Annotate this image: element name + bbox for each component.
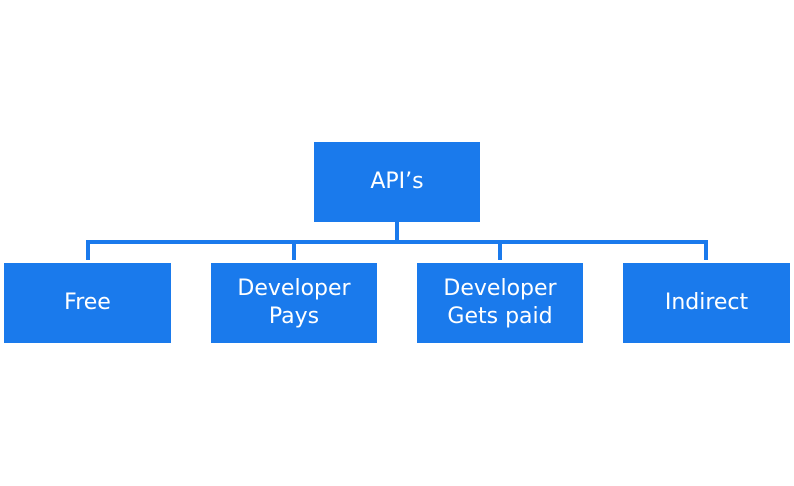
child-node-developer-pays: Developer Pays [211, 263, 377, 343]
child-node-label: Developer Gets paid [443, 276, 557, 329]
child-node-label: Indirect [664, 290, 749, 315]
child-node-indirect: Indirect [623, 263, 790, 343]
child-node-label: Developer Pays [237, 276, 351, 329]
root-node-apis: API’s [314, 142, 480, 222]
child-node-free: Free [4, 263, 171, 343]
root-node-label: API’s [370, 169, 424, 194]
child-node-developer-gets-paid: Developer Gets paid [417, 263, 583, 343]
child-node-label: Free [64, 290, 111, 315]
